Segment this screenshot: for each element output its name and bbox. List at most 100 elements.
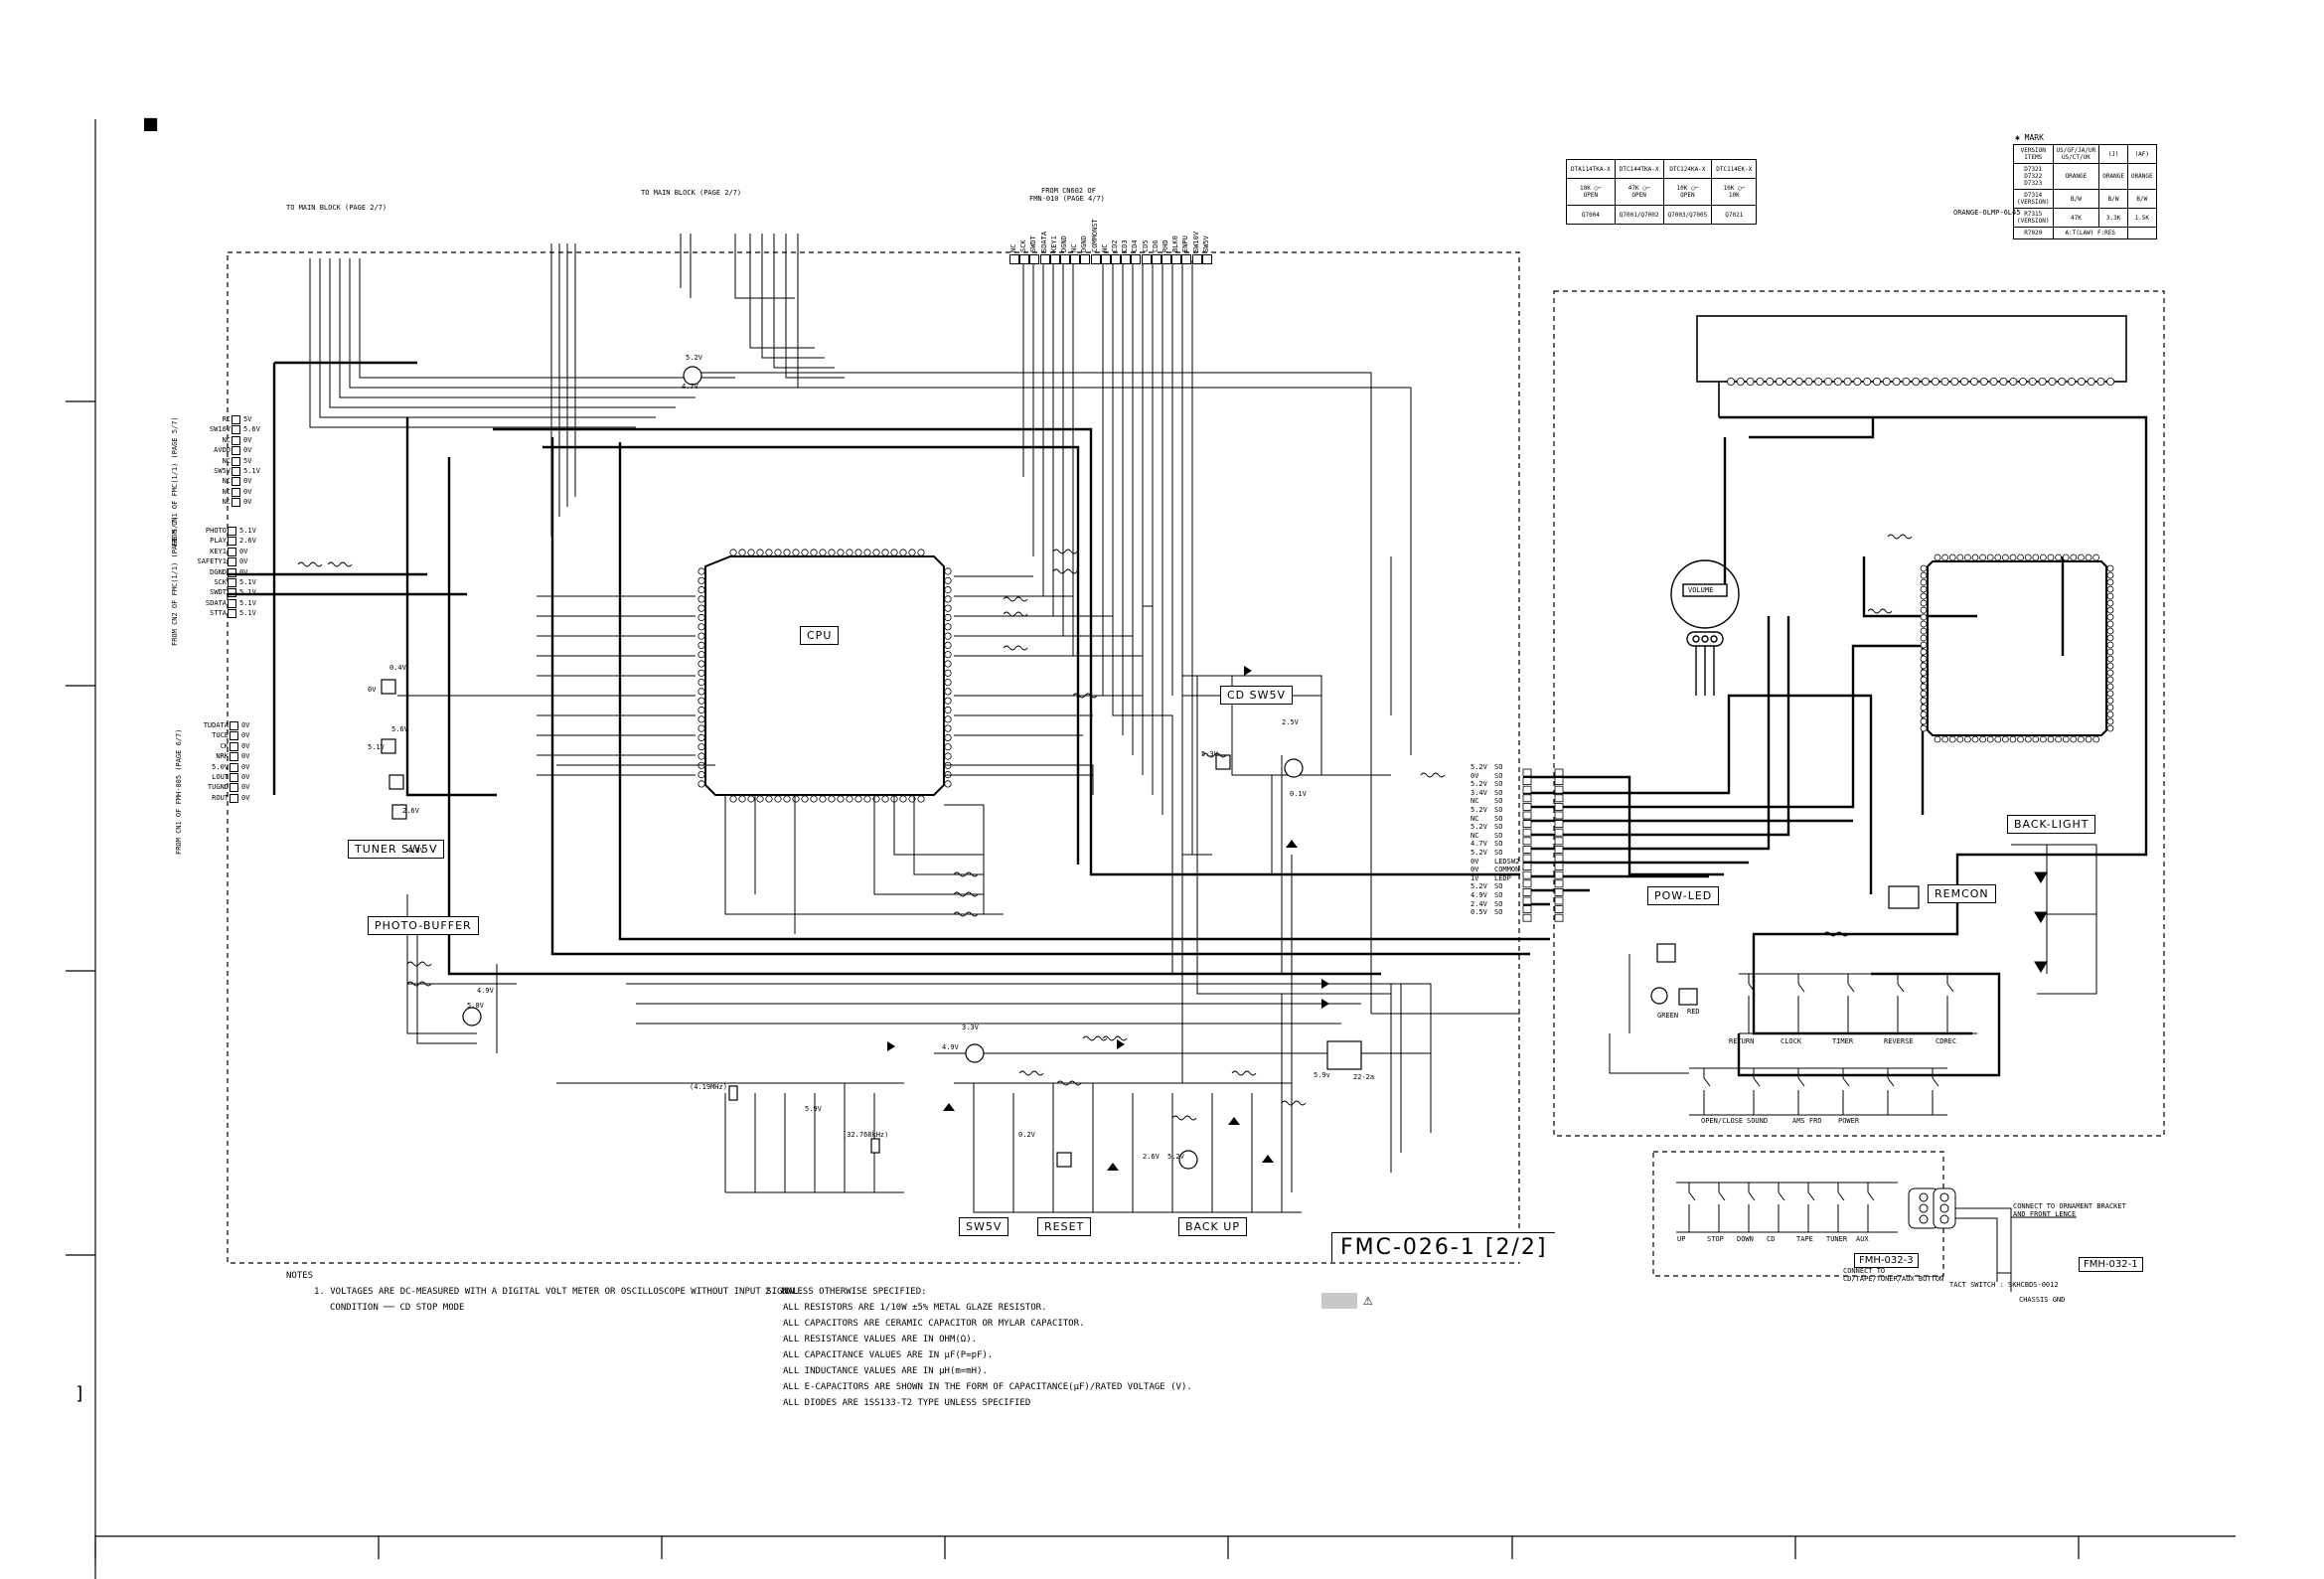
lcd-pin — [1994, 735, 2002, 743]
switch — [1753, 1077, 1761, 1087]
display-pin — [2106, 377, 2115, 386]
connector-pin — [1522, 879, 1532, 888]
connector-pin-name: SO — [1494, 849, 1503, 857]
connector-pin — [1522, 785, 1532, 794]
lcd-pin — [1920, 676, 1928, 684]
cpu-pin — [697, 623, 705, 631]
display-pin — [1727, 377, 1736, 386]
display-pin — [1756, 377, 1765, 386]
lcd-pin — [1920, 683, 1928, 691]
connector-voltage: 5.2V — [1471, 780, 1487, 789]
lcd-pin — [2032, 735, 2040, 743]
pin-name: TUGND — [207, 783, 229, 792]
connector-pin-name: SO — [1494, 814, 1503, 823]
cpu-pin — [944, 752, 952, 760]
pin-number — [232, 415, 240, 424]
mark-cell: 47K — [2052, 208, 2100, 228]
lcd-pin — [2085, 553, 2092, 561]
pin-number — [232, 435, 240, 445]
connector-pin — [1522, 846, 1532, 854]
lcd-pin — [2106, 592, 2114, 600]
connector-pin — [1522, 837, 1532, 846]
lcd-pin — [1920, 662, 1928, 670]
cpu-pin — [944, 688, 952, 696]
remcon-label: REMCON — [1928, 884, 1996, 903]
display-pin — [2048, 377, 2057, 386]
notes-condition: CONDITION ── CD STOP MODE — [330, 1303, 465, 1313]
connector-pin — [1522, 777, 1532, 785]
lcd-pin — [1920, 578, 1928, 586]
trans-value: 47K ◯─OPEN — [1614, 178, 1664, 206]
connector-pin-name: SO — [1494, 780, 1503, 789]
cpu-pin — [738, 549, 746, 556]
top-pin-number — [1019, 254, 1030, 264]
resistor — [406, 981, 432, 987]
lcd-pin — [2002, 735, 2009, 743]
mark-cell: 3.3K — [2098, 208, 2128, 228]
resistor — [406, 961, 432, 967]
cpu-pin — [783, 549, 791, 556]
cpu-pin — [697, 678, 705, 687]
pin-voltage: 0V — [243, 435, 252, 444]
switch — [1867, 1191, 1875, 1201]
top-pin-label: KEY1 — [1049, 236, 1058, 252]
connector-pin — [1522, 768, 1532, 777]
tuner-sw5v-label: TUNER SW5V — [348, 840, 445, 859]
pin-voltage: 0V — [241, 793, 250, 802]
to-main-block-label-left: TO MAIN BLOCK (PAGE 2/7) — [286, 204, 387, 212]
top-pin-number — [1181, 254, 1192, 264]
connector-pin-name: SO — [1494, 771, 1503, 780]
cpu-pin — [697, 576, 705, 584]
orange-label: ORANGE-OLMP-6L45 — [1953, 209, 2021, 217]
connector-voltage: 0V — [1471, 866, 1479, 874]
cpu-pin — [697, 688, 705, 696]
resistor — [1003, 596, 1028, 602]
pin-number — [230, 762, 238, 772]
voltage-value: 0.1V — [1290, 790, 1307, 798]
trans-name: DTC114EK-X — [1711, 159, 1758, 179]
top-pin-number — [1100, 254, 1111, 264]
mark-cell: B/W — [2098, 189, 2128, 209]
cpu-pin — [792, 549, 800, 556]
lcd-pin — [1920, 697, 1928, 705]
top-pin-label: SWDT — [1029, 236, 1038, 252]
cpu-pin — [810, 795, 818, 803]
top-pin-label: NC — [1070, 243, 1079, 252]
signal-traces — [309, 234, 1520, 1213]
switch — [1688, 1191, 1696, 1201]
cpu-pin — [697, 724, 705, 732]
display-pin — [2096, 377, 2105, 386]
mark-header-version: VERSION ITEMS — [2013, 144, 2054, 164]
lcd-pin — [2047, 735, 2055, 743]
cpu-pin — [697, 585, 705, 594]
cpu-pin — [917, 549, 925, 556]
connector-pin — [1554, 870, 1564, 879]
pin-voltage: 5.1V — [239, 609, 256, 618]
pin-voltage: 5.1V — [239, 598, 256, 607]
lcd-pin — [2062, 735, 2070, 743]
pin-voltage: 5.1V — [239, 588, 256, 597]
transistors — [462, 366, 1668, 1170]
display-pin — [1863, 377, 1872, 386]
lcd-pin — [2106, 648, 2114, 656]
display-pin — [1873, 377, 1882, 386]
voltage-value: 0.2V — [1018, 1131, 1035, 1139]
pin-voltage: 5.6V — [243, 425, 260, 434]
cpu-pin — [697, 613, 705, 622]
notes-sub: ALL E-CAPACITORS ARE SHOWN IN THE FORM O… — [783, 1382, 1192, 1392]
connector-pin-name: COMMON — [1494, 866, 1520, 874]
fmh-connectors — [1908, 1187, 2077, 1292]
pin-number — [230, 773, 238, 782]
lcd-pin — [2106, 641, 2114, 649]
pin-name: STTA — [210, 609, 227, 618]
lcd-pin — [2055, 553, 2063, 561]
pin-name: NC — [222, 435, 231, 444]
cpu-pin — [819, 795, 827, 803]
connector-pin-name: SO — [1494, 763, 1503, 771]
resistor — [1052, 549, 1078, 554]
connector-pin-name: SO — [1494, 882, 1503, 891]
lcd-pin — [2024, 735, 2032, 743]
top-pin-label: DGND — [1080, 236, 1089, 252]
pin-number — [228, 537, 236, 547]
lcd-pin — [1920, 606, 1928, 614]
